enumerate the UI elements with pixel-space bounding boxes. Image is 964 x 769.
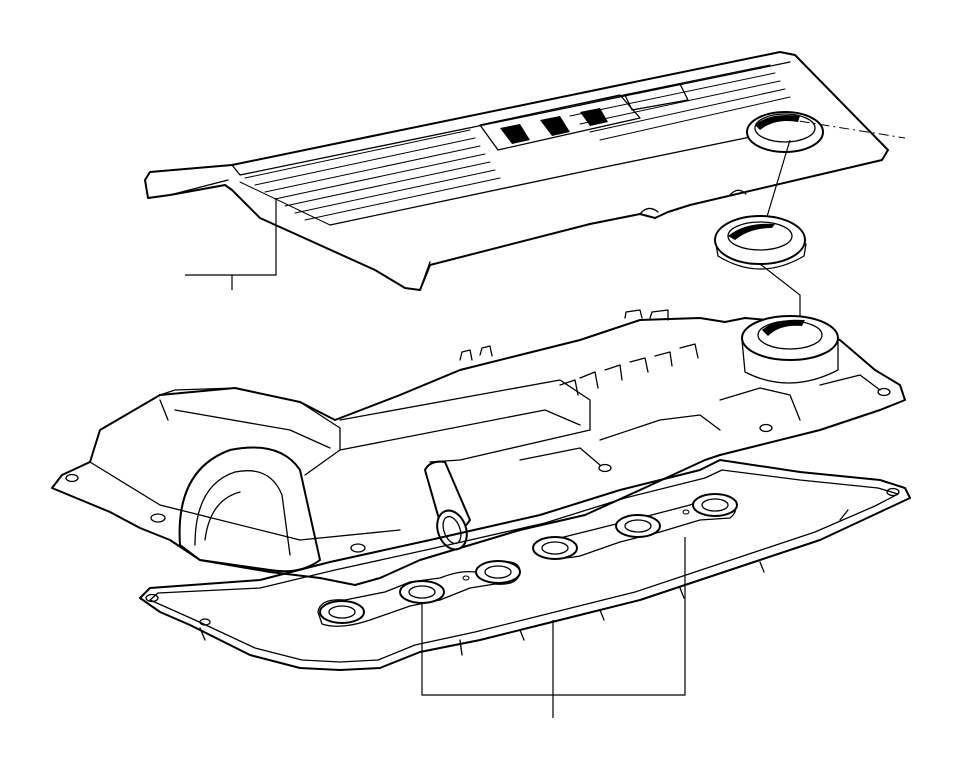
- center-line: [779, 117, 906, 139]
- cylinder-head-cover: [51, 309, 906, 586]
- spark-plug-well-gasket-set: [317, 493, 738, 627]
- head-cover-gasket: [139, 459, 911, 671]
- engine-cover: [144, 51, 889, 291]
- filler-cap-seal: [714, 215, 807, 270]
- seal-axis-line: [759, 263, 801, 320]
- leader-lines: [185, 198, 686, 718]
